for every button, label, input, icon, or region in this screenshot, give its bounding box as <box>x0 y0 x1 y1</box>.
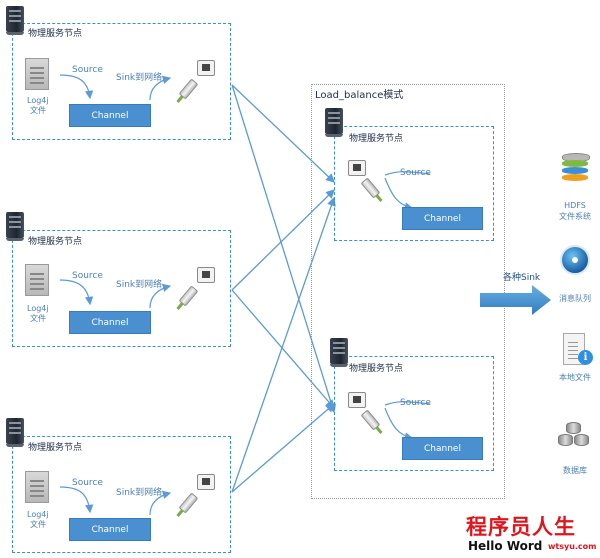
server-icon <box>330 338 348 367</box>
sink-label: Sink到网络 <box>116 280 163 290</box>
file-label: 文件 <box>30 520 46 529</box>
hdfs-label: HDFS <box>564 201 586 210</box>
network-port-icon <box>348 392 366 408</box>
hdfs-fs-label: 文件系统 <box>559 212 591 221</box>
server-icon <box>325 108 343 137</box>
watermark-url: wtsyu.com <box>548 542 597 551</box>
log4j-label: Log4j <box>27 96 49 105</box>
node-title: 物理服务节点 <box>28 443 83 453</box>
log-file-icon <box>25 58 49 90</box>
lb-node-title: 物理服务节点 <box>349 364 404 374</box>
lb-source-label: Source <box>400 168 431 178</box>
source-label: Source <box>72 478 103 488</box>
hdfs-icon <box>562 153 590 185</box>
sink-arrow-icon <box>480 285 551 315</box>
network-port-icon <box>197 474 215 490</box>
network-port-icon <box>197 60 215 76</box>
lb-channel-box: Channel <box>402 437 483 460</box>
sink-label: Sink到网络 <box>116 488 163 498</box>
source-label: Source <box>72 65 103 75</box>
channel-box: Channel <box>69 311 151 334</box>
message-queue-icon <box>560 245 590 275</box>
network-port-icon <box>348 160 366 176</box>
log4j-label: Log4j <box>27 304 49 313</box>
log-file-icon <box>25 471 49 503</box>
network-port-icon <box>197 267 215 283</box>
lb-node-title: 物理服务节点 <box>349 134 404 144</box>
service-node-1 <box>12 23 231 140</box>
file-label: 文件 <box>30 106 46 115</box>
load-balance-title: Load_balance模式 <box>315 90 404 101</box>
file-label: 文件 <box>30 314 46 323</box>
watermark-english: Hello Word <box>468 539 543 553</box>
watermark-chinese: 程序员人生 <box>466 515 576 539</box>
node-title: 物理服务节点 <box>28 237 83 247</box>
sink-types-label: 各种Sink <box>503 273 541 283</box>
load-balance-group <box>311 84 505 499</box>
database-label: 数据库 <box>563 466 587 475</box>
database-icon <box>558 422 590 452</box>
lb-service-node-1 <box>334 126 494 241</box>
source-label: Source <box>72 271 103 281</box>
server-icon <box>6 212 24 241</box>
service-node-2 <box>12 230 231 347</box>
local-file-label: 本地文件 <box>559 373 591 382</box>
lb-source-label: Source <box>400 398 431 408</box>
info-icon: i <box>578 350 593 365</box>
server-icon <box>6 6 24 35</box>
node-title: 物理服务节点 <box>28 29 83 39</box>
sink-label: Sink到网络 <box>116 73 163 83</box>
service-node-3 <box>12 436 231 553</box>
channel-box: Channel <box>69 104 151 127</box>
message-queue-label: 消息队列 <box>559 294 591 303</box>
log-file-icon <box>25 264 49 296</box>
lb-channel-box: Channel <box>402 207 483 230</box>
server-icon <box>6 418 24 447</box>
lb-service-node-2 <box>334 356 494 471</box>
channel-box: Channel <box>69 518 151 541</box>
log4j-label: Log4j <box>27 510 49 519</box>
